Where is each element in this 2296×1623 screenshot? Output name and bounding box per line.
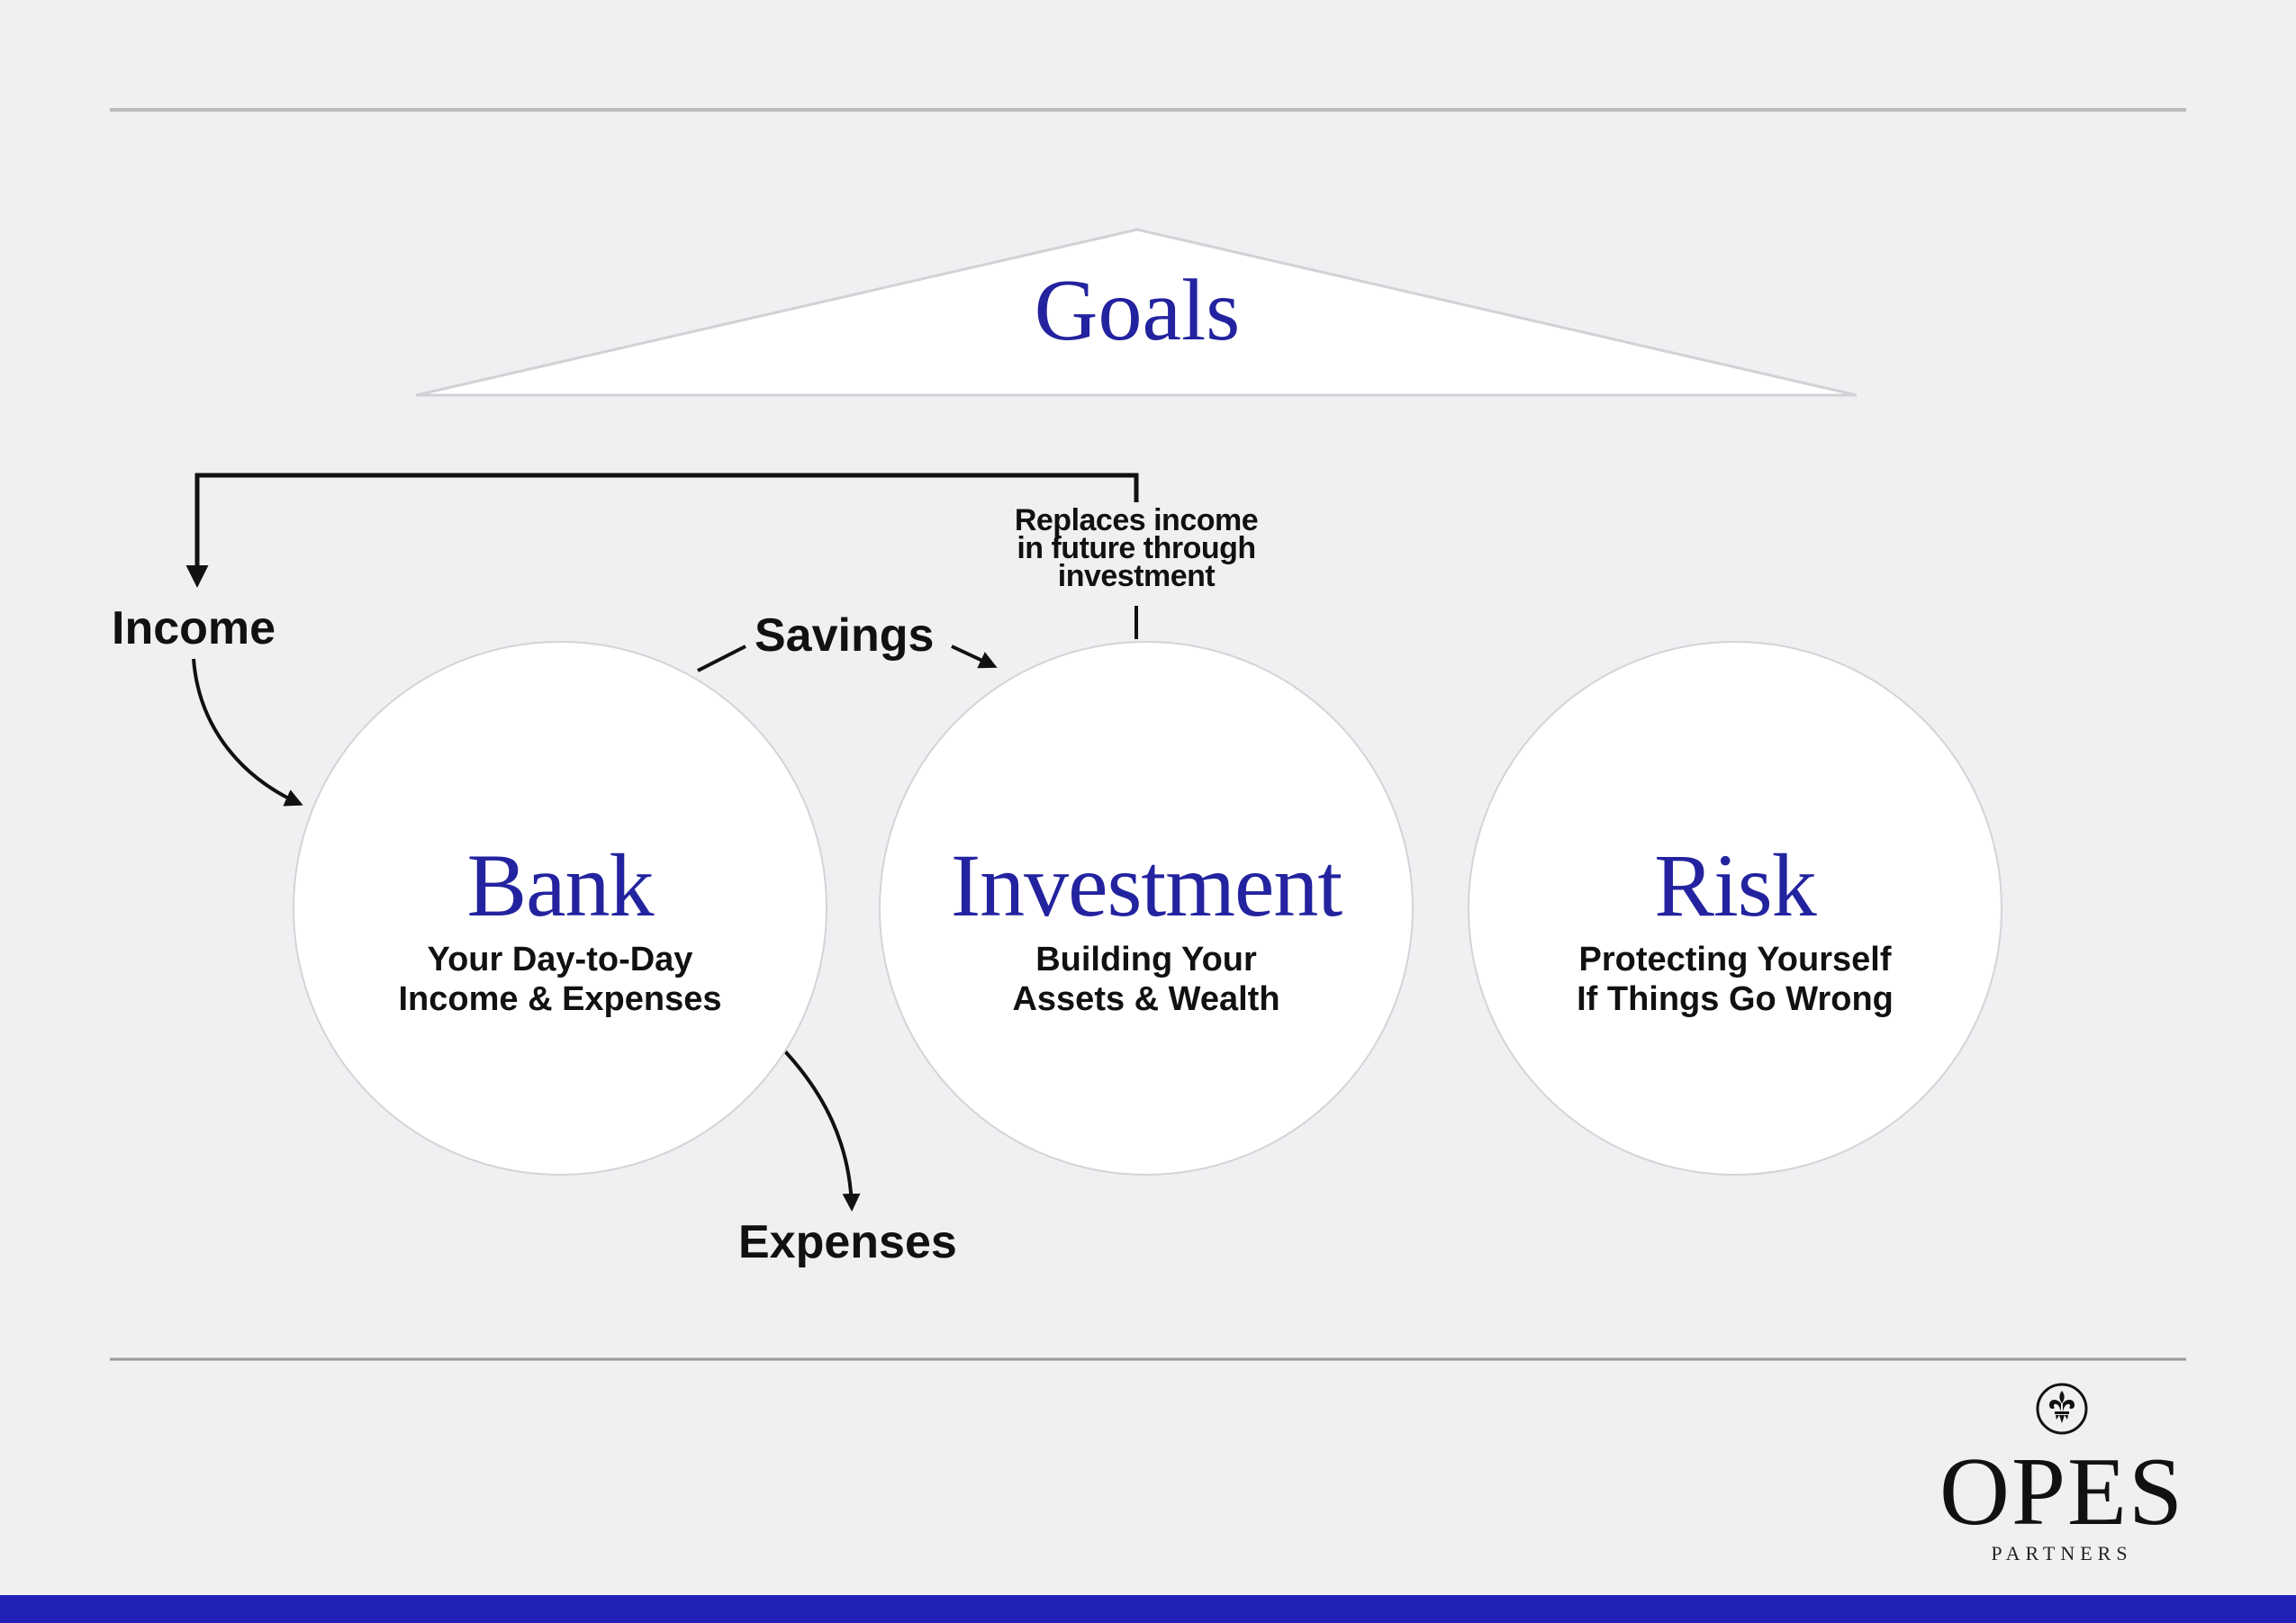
logo-subtitle: PARTNERS (1991, 1542, 2133, 1564)
income-label: Income (112, 602, 276, 654)
risk-subtitle-line2: If Things Go Wrong (1577, 980, 1894, 1018)
risk-subtitle-line1: Protecting Yourself (1578, 941, 1892, 978)
savings-label: Savings (755, 609, 935, 662)
expenses-arrow (783, 1050, 861, 1212)
bank-circle: Bank Your Day-to-Day Income & Expenses (293, 641, 827, 1176)
bank-title: Bank (466, 835, 654, 935)
risk-circle: Risk Protecting Yourself If Things Go Wr… (1468, 641, 2002, 1176)
fleur-de-lis-icon (2036, 1383, 2088, 1435)
bank-subtitle-line1: Your Day-to-Day (427, 941, 693, 978)
investment-title: Investment (950, 835, 1342, 935)
opes-partners-logo: OPES PARTNERS (1927, 1382, 2197, 1565)
footer-accent-bar (0, 1595, 2296, 1623)
replaces-note-line2: in future through (1017, 531, 1256, 565)
replaces-note-line3: investment (1057, 559, 1216, 593)
replaces-income-connector (185, 473, 1139, 588)
goals-label: Goals (1034, 262, 1241, 359)
bank-subtitle-line2: Income & Expenses (398, 980, 722, 1018)
risk-title: Risk (1654, 835, 1816, 935)
investment-subtitle-line2: Assets & Wealth (1012, 980, 1280, 1018)
income-arrow (192, 658, 303, 807)
goals-triangle (415, 228, 1858, 397)
replaces-note-line1: Replaces income (1014, 503, 1259, 537)
savings-stroke-left (697, 645, 746, 672)
savings-arrow (951, 645, 998, 669)
investment-circle: Investment Building Your Assets & Wealth (879, 641, 1414, 1176)
expenses-label: Expenses (738, 1216, 957, 1268)
logo-wordmark: OPES (1939, 1438, 2185, 1546)
replaces-income-note: Replaces income in future through invest… (983, 503, 1289, 593)
investment-subtitle-line1: Building Your (1035, 941, 1257, 978)
